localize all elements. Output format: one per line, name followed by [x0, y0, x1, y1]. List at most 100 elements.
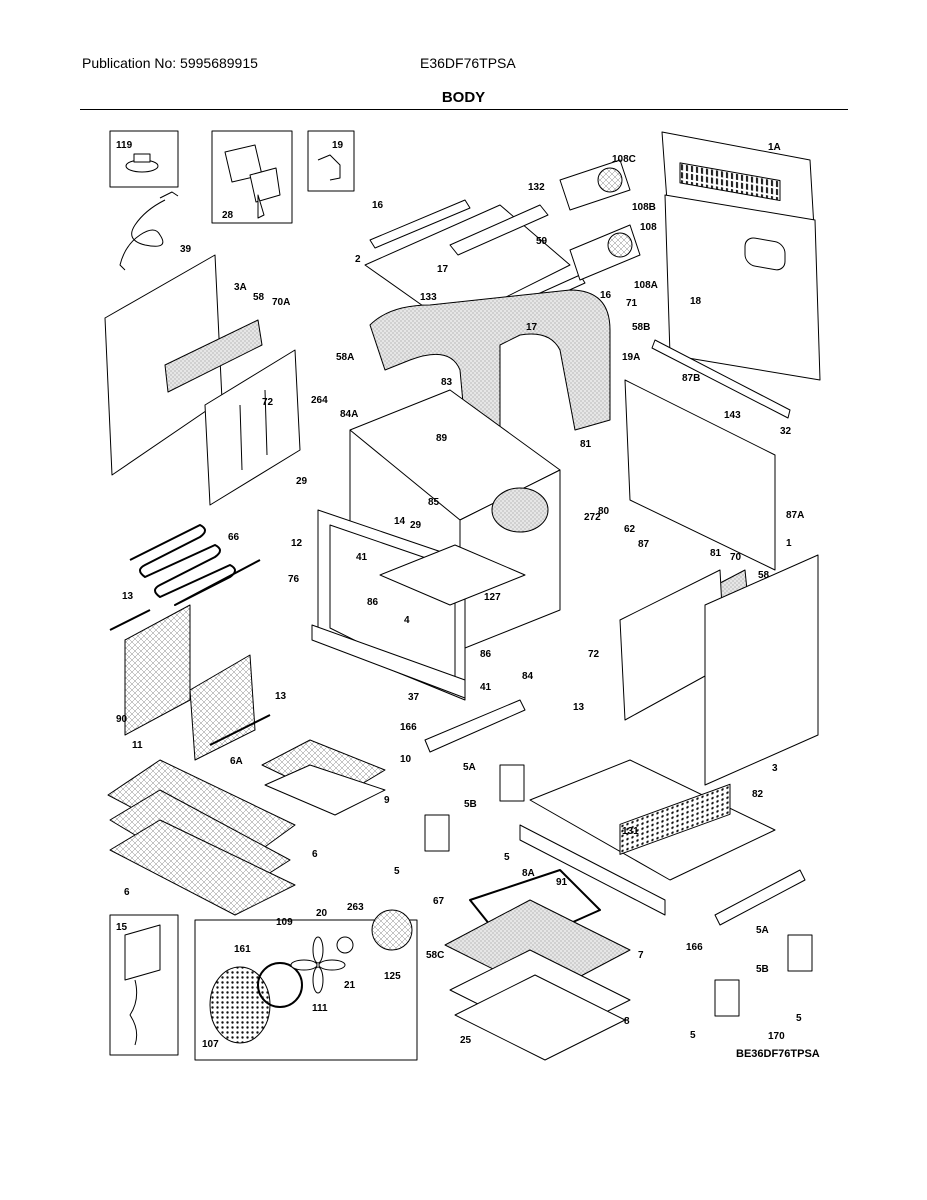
callout-10: 10 — [400, 754, 412, 765]
callout-58A: 58A — [336, 352, 354, 363]
inset-box-15 — [109, 914, 179, 1056]
callout-143: 143 — [724, 410, 741, 421]
callout-161: 161 — [234, 944, 251, 955]
callout-29: 29 — [410, 520, 422, 531]
callout-111: 111 — [312, 1003, 328, 1014]
callout-5: 5 — [796, 1013, 802, 1024]
callout-62: 62 — [624, 524, 636, 535]
callout-17: 17 — [526, 322, 538, 333]
callout-85: 85 — [428, 497, 440, 508]
callout-58: 58 — [253, 292, 265, 303]
callout-58B: 58B — [632, 322, 650, 333]
callout-66: 66 — [228, 532, 240, 543]
door-frame — [317, 509, 466, 701]
callout-80: 80 — [598, 506, 610, 517]
callout-86: 86 — [480, 649, 492, 660]
callout-29: 29 — [296, 476, 308, 487]
callout-32: 32 — [780, 426, 792, 437]
callout-5: 5 — [690, 1030, 696, 1041]
callout-72: 72 — [262, 397, 274, 408]
callout-59: 59 — [536, 236, 548, 247]
callout-28: 28 — [222, 210, 234, 221]
header-divider — [80, 109, 848, 110]
callout-41: 41 — [480, 682, 492, 693]
callout-166: 166 — [400, 722, 417, 733]
callout-21: 21 — [344, 980, 356, 991]
callout-13: 13 — [573, 702, 585, 713]
callout-108A: 108A — [634, 280, 658, 291]
callout-84A: 84A — [340, 409, 358, 420]
heating-element-66 — [129, 524, 261, 606]
callout-41: 41 — [356, 552, 368, 563]
callout-109: 109 — [276, 917, 293, 928]
leveling-legs-front — [424, 764, 813, 1017]
callout-19A: 19A — [622, 352, 640, 363]
blower-108c — [559, 159, 631, 211]
callout-84: 84 — [522, 671, 534, 682]
panel-25 — [454, 974, 626, 1061]
callout-71: 71 — [626, 298, 638, 309]
callout-108B: 108B — [632, 202, 656, 213]
oven-liner — [349, 389, 561, 651]
callout-11: 11 — [132, 740, 143, 751]
callout-14: 14 — [394, 516, 406, 527]
callout-8: 8 — [624, 1016, 630, 1027]
bottom-panel-4 — [379, 544, 526, 606]
callout-1A: 1A — [768, 142, 781, 153]
callout-58C: 58C — [426, 950, 444, 961]
inset-box-convection — [194, 909, 418, 1061]
callout-127: 127 — [484, 592, 501, 603]
rail-91 — [519, 824, 666, 916]
callout-20: 20 — [316, 908, 328, 919]
rail-16-left — [369, 199, 471, 249]
callout-82: 82 — [752, 789, 764, 800]
callout-132: 132 — [528, 182, 545, 193]
callout-3A: 3A — [234, 282, 247, 293]
callout-3: 3 — [772, 763, 778, 774]
callout-108: 108 — [640, 222, 657, 233]
callout-17: 17 — [437, 264, 449, 275]
callout-81: 81 — [580, 439, 592, 450]
rack-side-11 — [124, 604, 191, 736]
diagram-reference: BE36DF76TPSA — [736, 1048, 820, 1060]
broiler-pan — [264, 764, 386, 816]
side-bracket-left — [204, 349, 301, 506]
publication-number: Publication No: 5995689915 — [82, 55, 258, 71]
callout-87A: 87A — [786, 510, 804, 521]
callout-37: 37 — [408, 692, 420, 703]
rail-166-top — [424, 699, 526, 753]
inset-box-119 — [109, 130, 179, 188]
callout-83: 83 — [441, 377, 453, 388]
callout-89: 89 — [436, 433, 448, 444]
callout-5B: 5B — [464, 799, 477, 810]
callout-25: 25 — [460, 1035, 472, 1046]
callout-5A: 5A — [756, 925, 769, 936]
callout-19: 19 — [332, 140, 344, 151]
callout-91: 91 — [556, 877, 568, 888]
callout-2: 2 — [355, 254, 361, 265]
callout-166: 166 — [686, 942, 703, 953]
callout-6A: 6A — [230, 756, 243, 767]
model-number: E36DF76TPSA — [420, 55, 516, 71]
callout-13: 13 — [122, 591, 134, 602]
insulation-left — [164, 319, 263, 393]
callout-13: 13 — [275, 691, 287, 702]
callout-18: 18 — [690, 296, 702, 307]
callout-6: 6 — [124, 887, 130, 898]
callout-170: 170 — [768, 1031, 785, 1042]
inset-box-28 — [211, 130, 293, 224]
callout-263: 263 — [347, 902, 364, 913]
callout-264: 264 — [311, 395, 328, 406]
power-cord — [119, 191, 179, 271]
oven-rack-6 — [109, 819, 296, 916]
callout-86: 86 — [367, 597, 379, 608]
callout-16: 16 — [372, 200, 384, 211]
callout-131: 131 — [622, 826, 639, 837]
callout-119: 119 — [116, 140, 133, 151]
insulation-wrap — [369, 289, 611, 481]
trim-90 — [311, 624, 466, 699]
right-side-panel — [704, 554, 819, 786]
rail-166-bottom — [714, 869, 806, 926]
callout-7: 7 — [638, 950, 644, 961]
callout-90: 90 — [116, 714, 128, 725]
